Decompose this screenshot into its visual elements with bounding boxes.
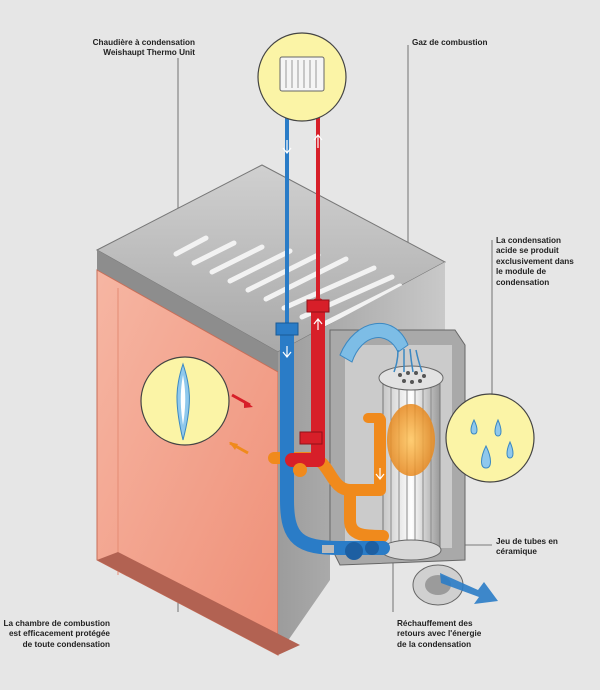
label-acid-condensation: La condensation acide se produit exclusi… <box>496 236 574 288</box>
label-tube-bundle: Jeu de tubes en céramique <box>496 537 558 558</box>
exhaust-arrow <box>440 573 498 604</box>
boiler-top-rim <box>97 250 278 372</box>
radiator-callout <box>257 32 347 122</box>
pipe-fittings <box>275 299 379 560</box>
radiator-icon <box>279 56 325 92</box>
label-flue-gas-line1: Gaz de combustion <box>412 38 488 47</box>
label-boiler: Chaudière à condensation Weishaupt Therm… <box>93 38 195 59</box>
label-acid-line1: La condensation <box>496 236 562 245</box>
top-grille <box>173 235 403 329</box>
label-tubes-line2: céramique <box>496 547 537 557</box>
water-droplets-icon <box>470 418 514 469</box>
label-boiler-line1: Chaudière à condensation <box>92 38 195 47</box>
label-acid-line4: le module de <box>496 267 547 277</box>
label-boiler-line2: Weishaupt Thermo Unit <box>103 48 195 58</box>
flame-callout <box>140 356 230 446</box>
label-acid-line5: condensation <box>496 277 550 287</box>
label-acid-line2: acide se produit <box>496 246 559 256</box>
label-chamber-line1: La chambre de combustion <box>3 619 110 628</box>
tube-plate-bottom <box>380 539 442 561</box>
cold-pipe <box>280 323 390 555</box>
label-chamber-line3: de toute condensation <box>22 639 110 649</box>
label-heat-line2: retours avec l'énergie <box>397 629 482 639</box>
tube-plate-top <box>378 365 444 391</box>
label-return-heating: Réchauffement des retours avec l'énergie… <box>397 619 481 650</box>
orange-riser <box>363 413 385 475</box>
droplets-callout <box>445 393 535 483</box>
label-combustion-chamber: La chambre de combustion est efficacemen… <box>4 619 110 650</box>
label-heat-line1: Réchauffement des <box>397 619 473 628</box>
flue-gas-flow <box>339 322 409 363</box>
flow-arrows <box>229 134 385 480</box>
label-flue-gas: Gaz de combustion <box>412 38 488 48</box>
label-tubes-line1: Jeu de tubes en <box>496 537 558 546</box>
label-acid-line3: exclusivement dans <box>496 256 574 266</box>
hot-pipe <box>285 298 325 467</box>
boiler-base <box>97 552 300 655</box>
condensation-module <box>329 322 498 606</box>
label-chamber-line2: est efficacement protégée <box>8 629 110 639</box>
label-heat-line3: de la condensation <box>397 639 472 649</box>
